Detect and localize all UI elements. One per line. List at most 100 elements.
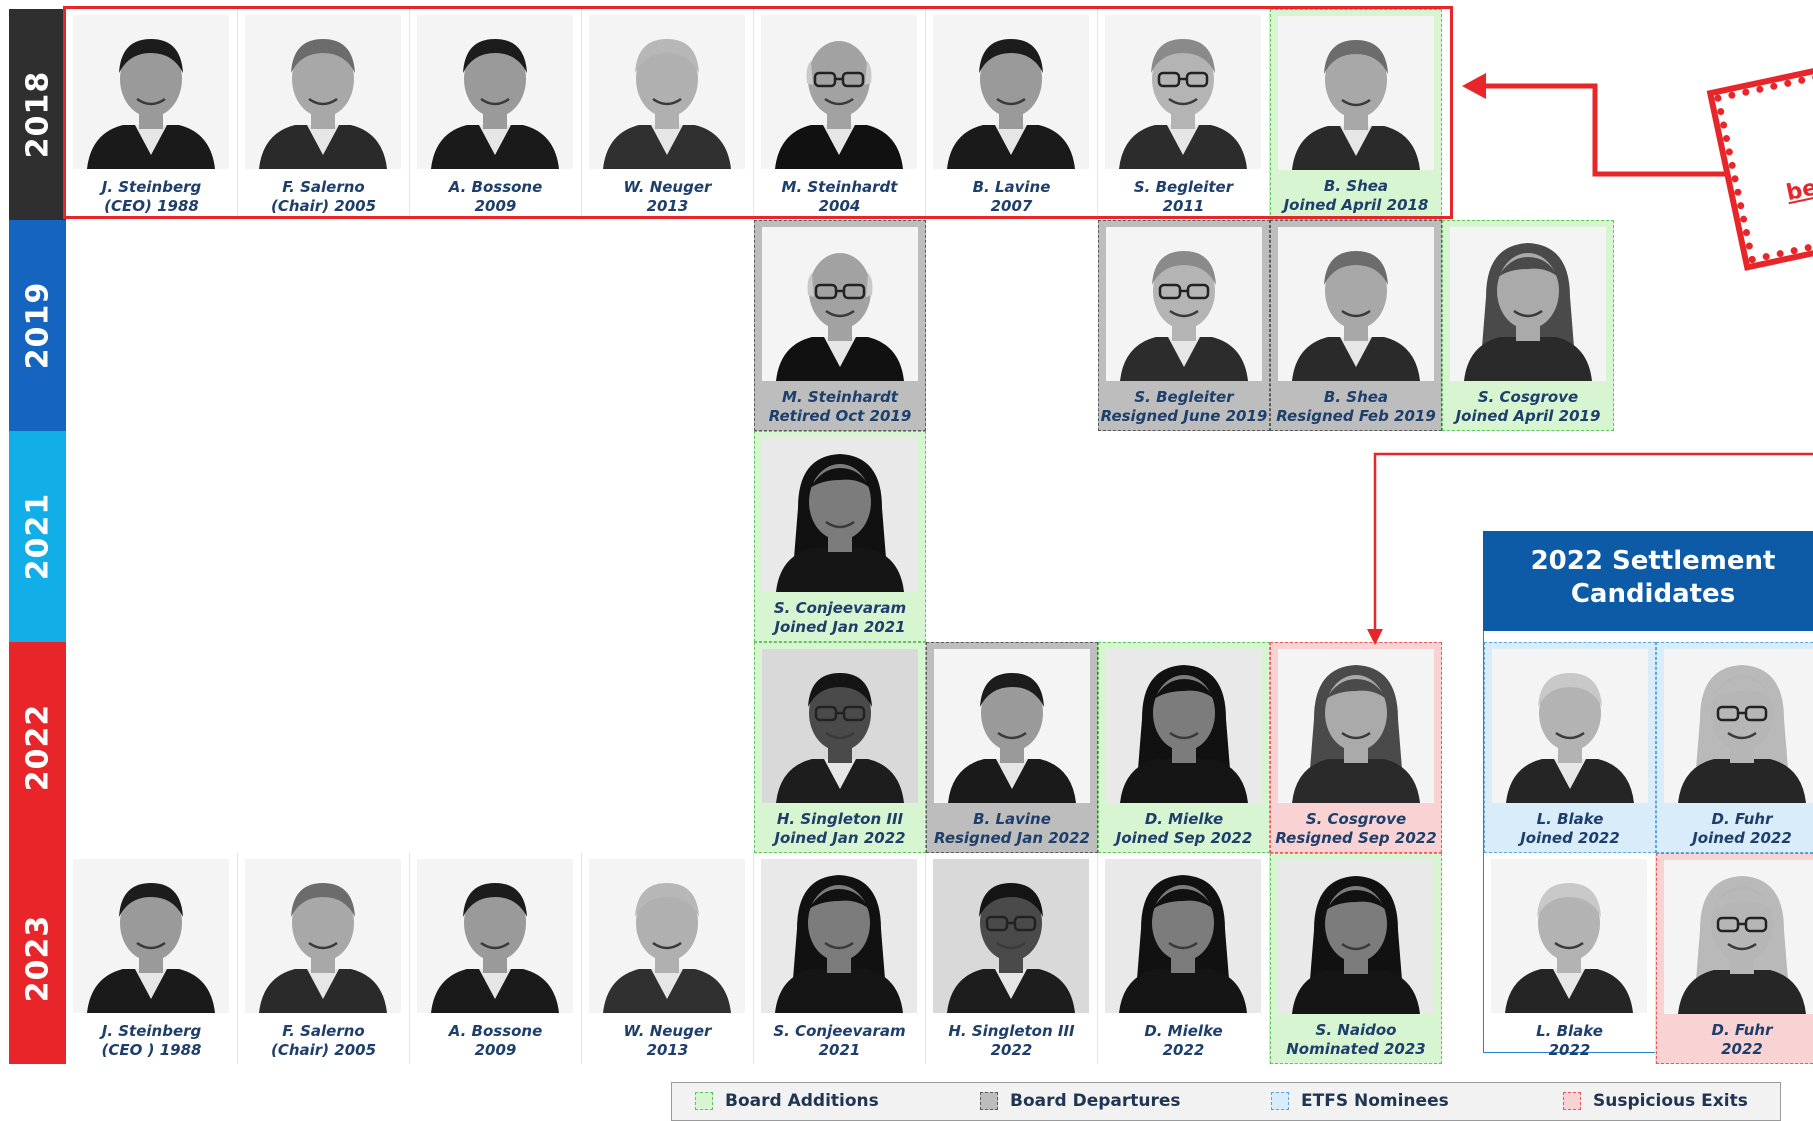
legend-item-etfs: ETFS Nominees — [1271, 1091, 1449, 1111]
board-member-card: F. Salerno(Chair) 2005 — [238, 9, 410, 220]
member-detail: Resigned Feb 2019 — [1276, 407, 1436, 425]
member-detail: 2022 — [990, 1041, 1033, 1059]
member-detail: Resigned Sep 2022 — [1275, 829, 1437, 847]
member-name: D. Fuhr — [1711, 810, 1773, 828]
member-detail: Resigned Jan 2022 — [934, 829, 1090, 847]
legend-swatch-additions — [695, 1092, 713, 1110]
portrait-photo — [762, 227, 918, 381]
member-name: W. Neuger — [623, 178, 712, 196]
portrait-photo — [933, 15, 1089, 169]
member-name: B. Shea — [1323, 177, 1389, 195]
member-detail: Joined April 2018 — [1283, 196, 1429, 214]
stamp-arrow-head — [1462, 73, 1486, 99]
stamp-arrow — [1480, 83, 1740, 177]
portrait-photo — [761, 859, 917, 1013]
portrait-photo — [934, 649, 1090, 803]
member-name: W. Neuger — [623, 1022, 712, 1040]
member-detail: Joined 2022 — [1520, 829, 1620, 847]
member-detail: 2022 — [1162, 1041, 1205, 1059]
member-name: H. Singleton III — [776, 810, 904, 828]
member-name: A. Bossone — [448, 178, 543, 196]
board-member-card: J. Steinberg(CEO ) 1988 — [66, 853, 238, 1064]
portrait-photo — [245, 859, 401, 1013]
member-name: L. Blake — [1536, 810, 1604, 828]
member-detail: Resigned June 2019 — [1100, 407, 1268, 425]
member-detail: Joined 2022 — [1692, 829, 1792, 847]
member-name: S. Conjeevaram — [773, 599, 907, 617]
portrait-photo — [1106, 227, 1262, 381]
member-name: B. Shea — [1323, 388, 1389, 406]
year-label-2023: 2023 — [9, 853, 66, 1064]
portrait-photo — [589, 859, 745, 1013]
legend-item-additions: Board Additions — [695, 1091, 879, 1111]
member-detail: Joined Jan 2021 — [774, 618, 906, 636]
member-detail: Nominated 2023 — [1286, 1040, 1426, 1058]
legend-swatch-suspicious — [1563, 1092, 1581, 1110]
portrait-photo — [1664, 860, 1813, 1014]
portrait-photo — [589, 15, 745, 169]
portrait-photo — [1491, 859, 1647, 1013]
member-name: M. Steinhardt — [781, 178, 898, 196]
board-member-card: F. Salerno(Chair) 2005 — [238, 853, 410, 1064]
member-name: B. Lavine — [972, 178, 1051, 196]
member-name: J. Steinberg — [101, 1022, 202, 1040]
member-name: S. Conjeevaram — [773, 1022, 906, 1040]
portrait-photo — [1278, 16, 1434, 170]
member-name: S. Begleiter — [1134, 388, 1234, 406]
legend-item-departures: Board Departures — [980, 1091, 1181, 1111]
member-detail: 2022 — [1721, 1040, 1763, 1058]
member-name: D. Mielke — [1144, 1022, 1223, 1040]
board-member-card: J. Steinberg(CEO) 1988 — [66, 9, 238, 220]
portrait-photo — [761, 15, 917, 169]
portrait-photo — [1105, 15, 1261, 169]
portrait-photo — [762, 649, 918, 803]
member-detail: (Chair) 2005 — [270, 1041, 377, 1059]
legend-swatch-etfs — [1271, 1092, 1289, 1110]
member-name: D. Mielke — [1144, 810, 1224, 828]
annotation-stamp: n be — [1706, 57, 1813, 271]
member-name: A. Bossone — [448, 1022, 543, 1040]
legend-item-suspicious: Suspicious Exits — [1563, 1091, 1748, 1111]
member-detail: (CEO) 1988 — [104, 197, 199, 215]
member-name: H. Singleton III — [948, 1022, 1075, 1040]
portrait-photo — [1105, 859, 1261, 1013]
member-name: D. Fuhr — [1711, 1021, 1773, 1039]
settlement-candidates-header: 2022 Settlement Candidates — [1483, 531, 1813, 631]
member-detail: Joined Jan 2022 — [774, 829, 906, 847]
member-detail: Joined April 2019 — [1455, 407, 1601, 425]
member-name: J. Steinberg — [101, 178, 202, 196]
portrait-photo — [762, 438, 918, 592]
portrait-photo — [933, 859, 1089, 1013]
member-detail: Retired Oct 2019 — [768, 407, 912, 425]
member-name: F. Salerno — [282, 178, 365, 196]
member-detail: 2009 — [474, 1041, 517, 1059]
portrait-photo — [417, 15, 573, 169]
member-name: S. Begleiter — [1133, 178, 1234, 196]
member-detail: 2009 — [474, 197, 517, 215]
member-detail: Joined Sep 2022 — [1115, 829, 1253, 847]
highlight-box-2018 — [63, 6, 1453, 219]
member-name: B. Lavine — [973, 810, 1051, 828]
member-detail: (Chair) 2005 — [270, 197, 377, 215]
member-detail: 2021 — [818, 1041, 861, 1059]
